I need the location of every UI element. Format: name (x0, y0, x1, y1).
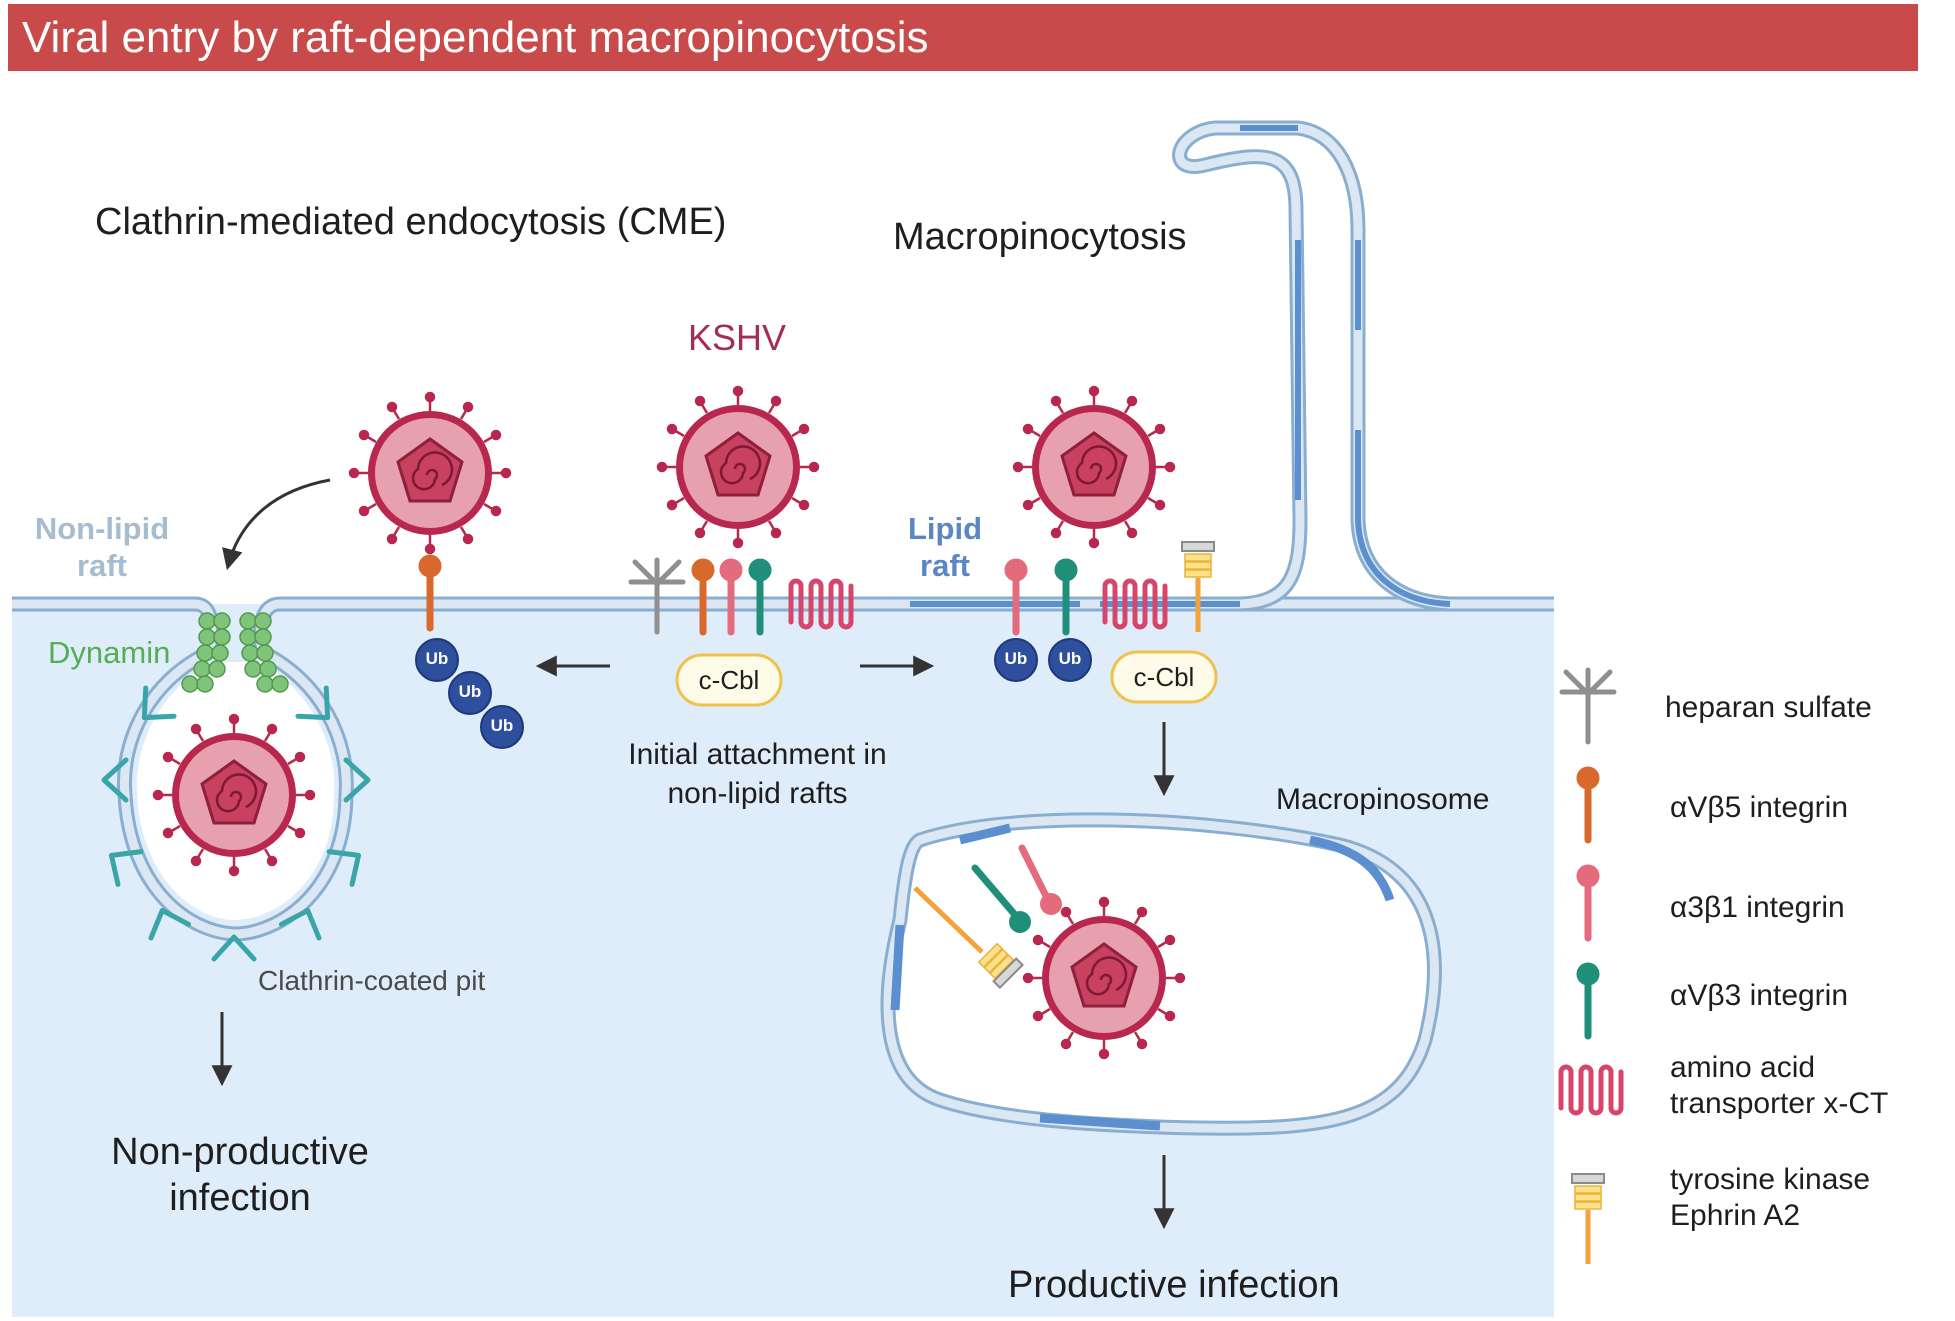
c-cbl-label-attachment: c-Cbl (698, 665, 760, 695)
kshv-virion-lipid-raft (1012, 385, 1176, 549)
avb3-integrin-icon (1577, 963, 1599, 1036)
legend-avb5-integrin: αVβ5 integrin (1670, 791, 1849, 824)
avb5-integrin-icon (1577, 767, 1599, 840)
non-lipid-raft-label: Non-lipid raft (34, 511, 170, 584)
dynamin-collar (181, 612, 289, 693)
arrow-virus-to-pit (222, 478, 331, 571)
legend-avb3-integrin: αVβ3 integrin (1670, 979, 1849, 1012)
ub-label-4: Ub (1004, 649, 1028, 668)
page-title: Viral entry by raft-dependent macropinoc… (22, 13, 929, 62)
xct-transporter-lipid-raft (1105, 581, 1165, 627)
c-cbl-pill-lipid-raft (1110, 650, 1218, 704)
title-bar (8, 4, 1918, 71)
ub-label-3: Ub (490, 716, 514, 735)
initial-attachment-label: Initial attachment in non-lipid rafts (628, 738, 887, 810)
kshv-virion-attachment (656, 385, 820, 549)
kshv-label: KSHV (688, 317, 787, 358)
epha2-kinase-icon (1572, 1174, 1604, 1264)
membrane-ruffle (1175, 120, 1440, 604)
legend-epha2-kinase: tyrosine kinase Ephrin A2 (1670, 1163, 1871, 1232)
lipid-raft-label: Lipid raft (907, 511, 983, 584)
macropinosome-receptors (913, 844, 1062, 989)
xct-transporter (791, 581, 851, 627)
clathrin-coated-pit-label: Clathrin-coated pit (258, 965, 486, 996)
xct-transporter-icon (1561, 1067, 1621, 1113)
c-cbl-pill-attachment (675, 653, 783, 707)
legend-xct-transporter: amino acid transporter x-CT (1670, 1051, 1889, 1120)
non-productive-infection-label: Non-productive infection (111, 1131, 369, 1219)
macropinosome-label: Macropinosome (1276, 783, 1490, 816)
dynamin-label: Dynamin (48, 635, 171, 670)
kshv-virion-cme (348, 391, 512, 555)
cme-heading: Clathrin-mediated endocytosis (CME) (95, 201, 727, 243)
c-cbl-label-lipid-raft: c-Cbl (1133, 662, 1195, 692)
ub-label-2: Ub (458, 682, 482, 701)
macropinocytosis-heading: Macropinocytosis (893, 216, 1187, 258)
legend-icons (1561, 670, 1621, 1264)
legend-heparan-sulfate: heparan sulfate (1665, 691, 1872, 724)
heparan-sulfate-icon (1562, 670, 1614, 742)
a3b1-integrin-icon (1577, 865, 1599, 938)
ub-label-1: Ub (425, 649, 449, 668)
productive-infection-label: Productive infection (1008, 1264, 1340, 1306)
ub-label-5: Ub (1058, 649, 1082, 668)
legend-a3b1-integrin: α3β1 integrin (1670, 891, 1845, 924)
